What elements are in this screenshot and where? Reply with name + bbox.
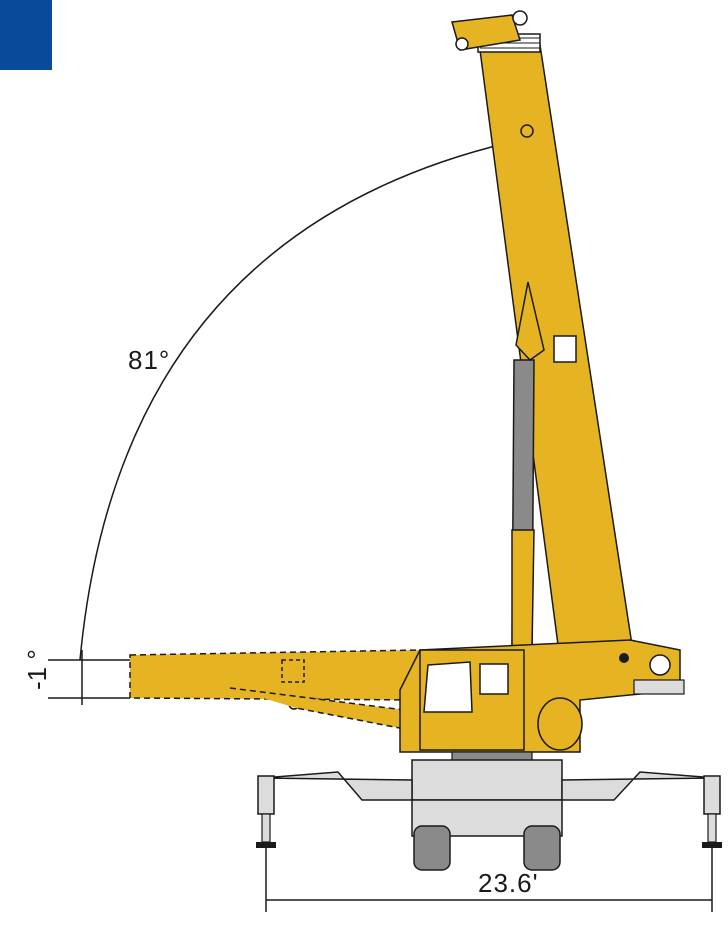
brand-corner-badge — [0, 0, 52, 70]
carrier — [256, 759, 722, 871]
boom-min-angle-label: -1 ° — [22, 649, 52, 690]
boom-max-angle-label: 81° — [128, 345, 171, 375]
span-dimension — [265, 848, 713, 912]
crane-superstructure — [399, 639, 685, 763]
angle-arc — [79, 139, 521, 661]
lowered-boom — [129, 649, 422, 731]
min-angle-dimension — [48, 650, 130, 705]
raised-boom — [451, 10, 633, 661]
outrigger-span-label: 23.6' — [478, 868, 539, 898]
